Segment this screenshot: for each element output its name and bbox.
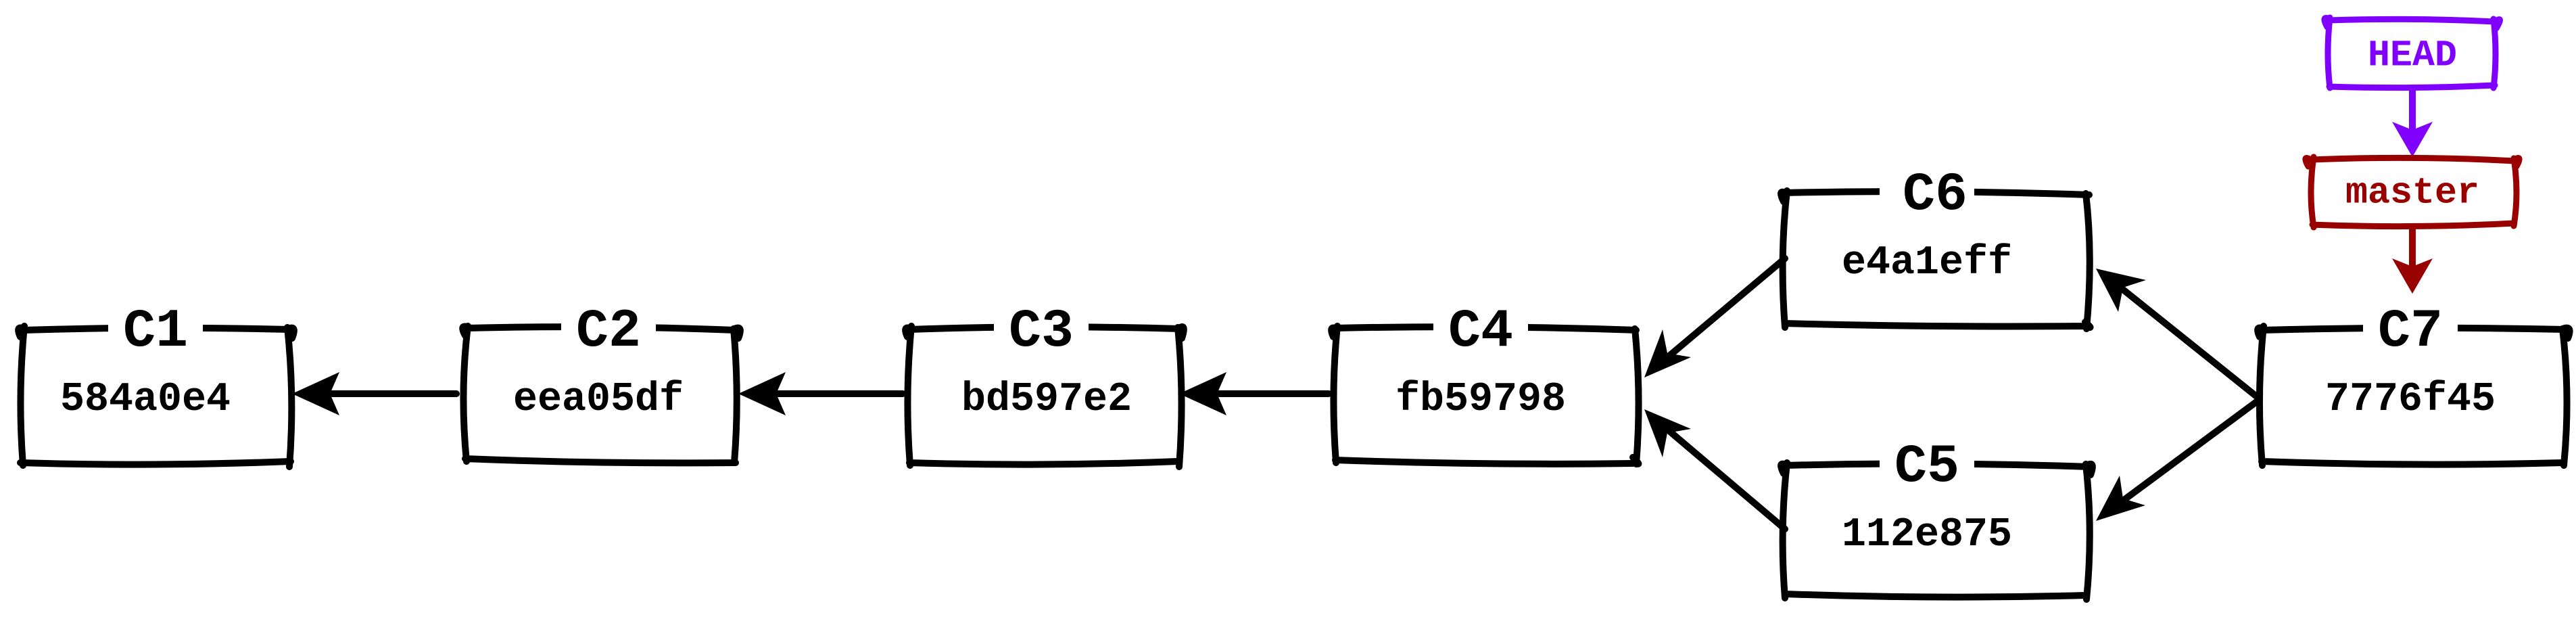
commit-label: C6 — [1903, 164, 1967, 226]
commit-node-c2: C2 eea05df — [459, 301, 744, 467]
edge-c2-c1 — [292, 372, 460, 415]
commit-label: C3 — [1009, 301, 1074, 363]
edge-master-c7 — [2392, 224, 2433, 294]
commit-hash: 584a0e4 — [60, 377, 231, 423]
commit-node-c7: C7 7776f45 — [2254, 301, 2573, 469]
commit-label: C7 — [2378, 301, 2443, 363]
commit-hash: e4a1eff — [1842, 240, 2012, 286]
edge-c5-c4 — [1644, 409, 1788, 532]
commit-hash: 112e875 — [1842, 512, 2012, 558]
edge-c6-c4 — [1644, 255, 1788, 377]
commit-label: C2 — [576, 301, 641, 363]
commit-node-c1: C1 584a0e4 — [15, 301, 297, 470]
commit-hash: fb59798 — [1396, 377, 1566, 423]
commit-node-c5: C5 112e875 — [1778, 436, 2096, 603]
commit-node-c4: C4 fb59798 — [1328, 301, 1642, 467]
ref-head: HEAD — [2321, 14, 2503, 91]
edge-c7-c5 — [2096, 397, 2262, 521]
commit-node-c3: C3 bd597e2 — [902, 301, 1187, 470]
ref-head-label: HEAD — [2368, 35, 2457, 77]
commit-hash: 7776f45 — [2325, 377, 2496, 423]
ref-master-label: master — [2345, 172, 2479, 214]
commit-label: C4 — [1448, 301, 1513, 363]
commit-label: C1 — [123, 301, 188, 363]
commit-label: C5 — [1894, 436, 1959, 498]
edge-head-master — [2392, 85, 2433, 157]
edge-c4-c3 — [1179, 372, 1332, 415]
commit-hash: eea05df — [513, 377, 684, 423]
commit-node-c6: C6 e4a1eff — [1778, 164, 2094, 332]
commit-hash: bd597e2 — [961, 377, 1132, 423]
edges — [292, 255, 2262, 532]
edge-c3-c2 — [738, 372, 906, 415]
ref-master: master — [2302, 154, 2523, 231]
edge-c7-c6 — [2096, 269, 2262, 401]
